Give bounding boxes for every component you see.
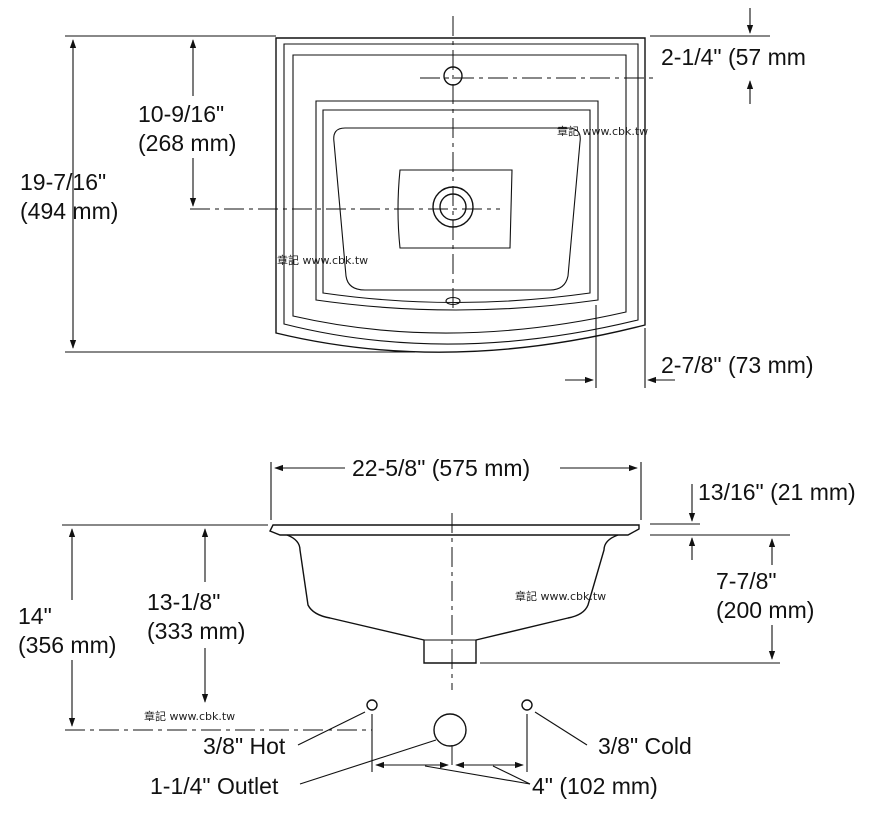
- overall-depth-metric: (494 mm): [20, 198, 118, 224]
- front-projection-label: 2-7/8" (73 mm): [661, 352, 814, 378]
- basin-depth-metric: (200 mm): [716, 597, 814, 623]
- rim-thickness-label: 13/16" (21 mm): [698, 479, 856, 505]
- overall-height-imperial: 14": [18, 603, 52, 629]
- watermark: 章記 www.cbk.tw: [515, 589, 606, 603]
- sink-deck-line: [292, 54, 627, 334]
- outlet-label: 1-1/4" Outlet: [150, 773, 279, 799]
- sink-rim-profile: [269, 524, 640, 536]
- side-view: 22-5/8" (575 mm) 13/16" (21 mm) 7-7/8" (…: [18, 455, 856, 799]
- overall-height-metric: (356 mm): [18, 632, 116, 658]
- outlet-icon: [433, 713, 467, 747]
- hot-supply-icon: [366, 699, 378, 711]
- watermark: 章記 www.cbk.tw: [557, 124, 648, 138]
- supply-height-metric: (333 mm): [147, 618, 245, 644]
- top-view: 19-7/16" (494 mm) 10-9/16" (268 mm) 2-1/…: [20, 8, 814, 388]
- cold-supply-icon: [521, 699, 533, 711]
- sink-outline-outer: [275, 37, 646, 353]
- drain-from-back-metric: (268 mm): [138, 130, 236, 156]
- sink-outline-rim: [283, 43, 639, 345]
- basin-ring-middle: [322, 109, 591, 304]
- hot-supply-label: 3/8" Hot: [203, 733, 286, 759]
- supply-spacing-label: 4" (102 mm): [532, 773, 658, 799]
- overall-width-label: 22-5/8" (575 mm): [352, 455, 530, 481]
- overall-depth-imperial: 19-7/16": [20, 169, 106, 195]
- faucet-hole-label: 2-1/4" (57 mm: [661, 44, 806, 70]
- bowl-profile: [286, 534, 619, 664]
- drain-from-back-imperial: 10-9/16": [138, 101, 224, 127]
- basin-ring-inner: [333, 127, 581, 291]
- watermark: 章記 www.cbk.tw: [144, 709, 235, 723]
- supply-height-imperial: 13-1/8": [147, 589, 220, 615]
- cold-supply-label: 3/8" Cold: [598, 733, 692, 759]
- basin-ring-outer: [315, 100, 599, 311]
- watermark: 章記 www.cbk.tw: [277, 253, 368, 267]
- basin-depth-imperial: 7-7/8": [716, 568, 777, 594]
- drain-square: [397, 169, 513, 249]
